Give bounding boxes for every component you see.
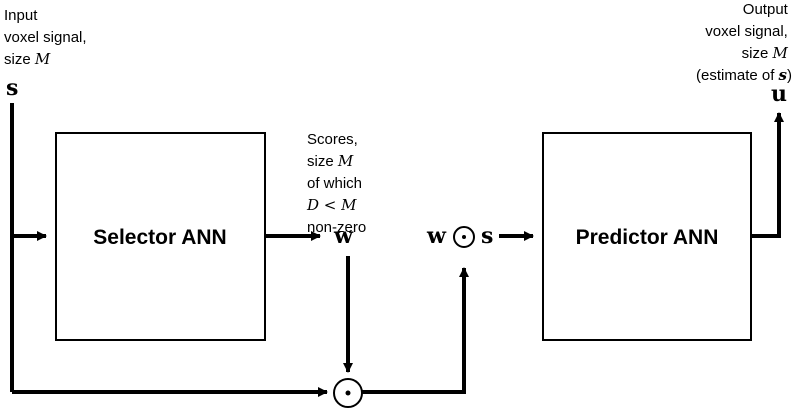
predictor-to-output-arrow (751, 112, 784, 238)
predictor-ann-label: Predictor ANN (576, 226, 719, 249)
input-symbol: s (6, 75, 18, 101)
product-s: s (481, 223, 493, 249)
product-operator-dot (462, 235, 466, 239)
input-label: Input voxel signal, size M (4, 7, 91, 68)
selector-ann-box (55, 132, 266, 341)
multiply-node-dot (345, 390, 351, 396)
predictor-ann-box (542, 132, 752, 341)
w-symbol: w (333, 223, 354, 249)
selector-ann-label: Selector ANN (93, 226, 226, 249)
product-w: w (426, 223, 447, 249)
multiply-to-product-arrow (362, 267, 469, 394)
output-label: Output voxel signal, size M (estimate of… (696, 1, 792, 84)
output-symbol: u (771, 81, 787, 107)
scores-label: Scores, size M of which D < M non-zero (306, 131, 366, 236)
